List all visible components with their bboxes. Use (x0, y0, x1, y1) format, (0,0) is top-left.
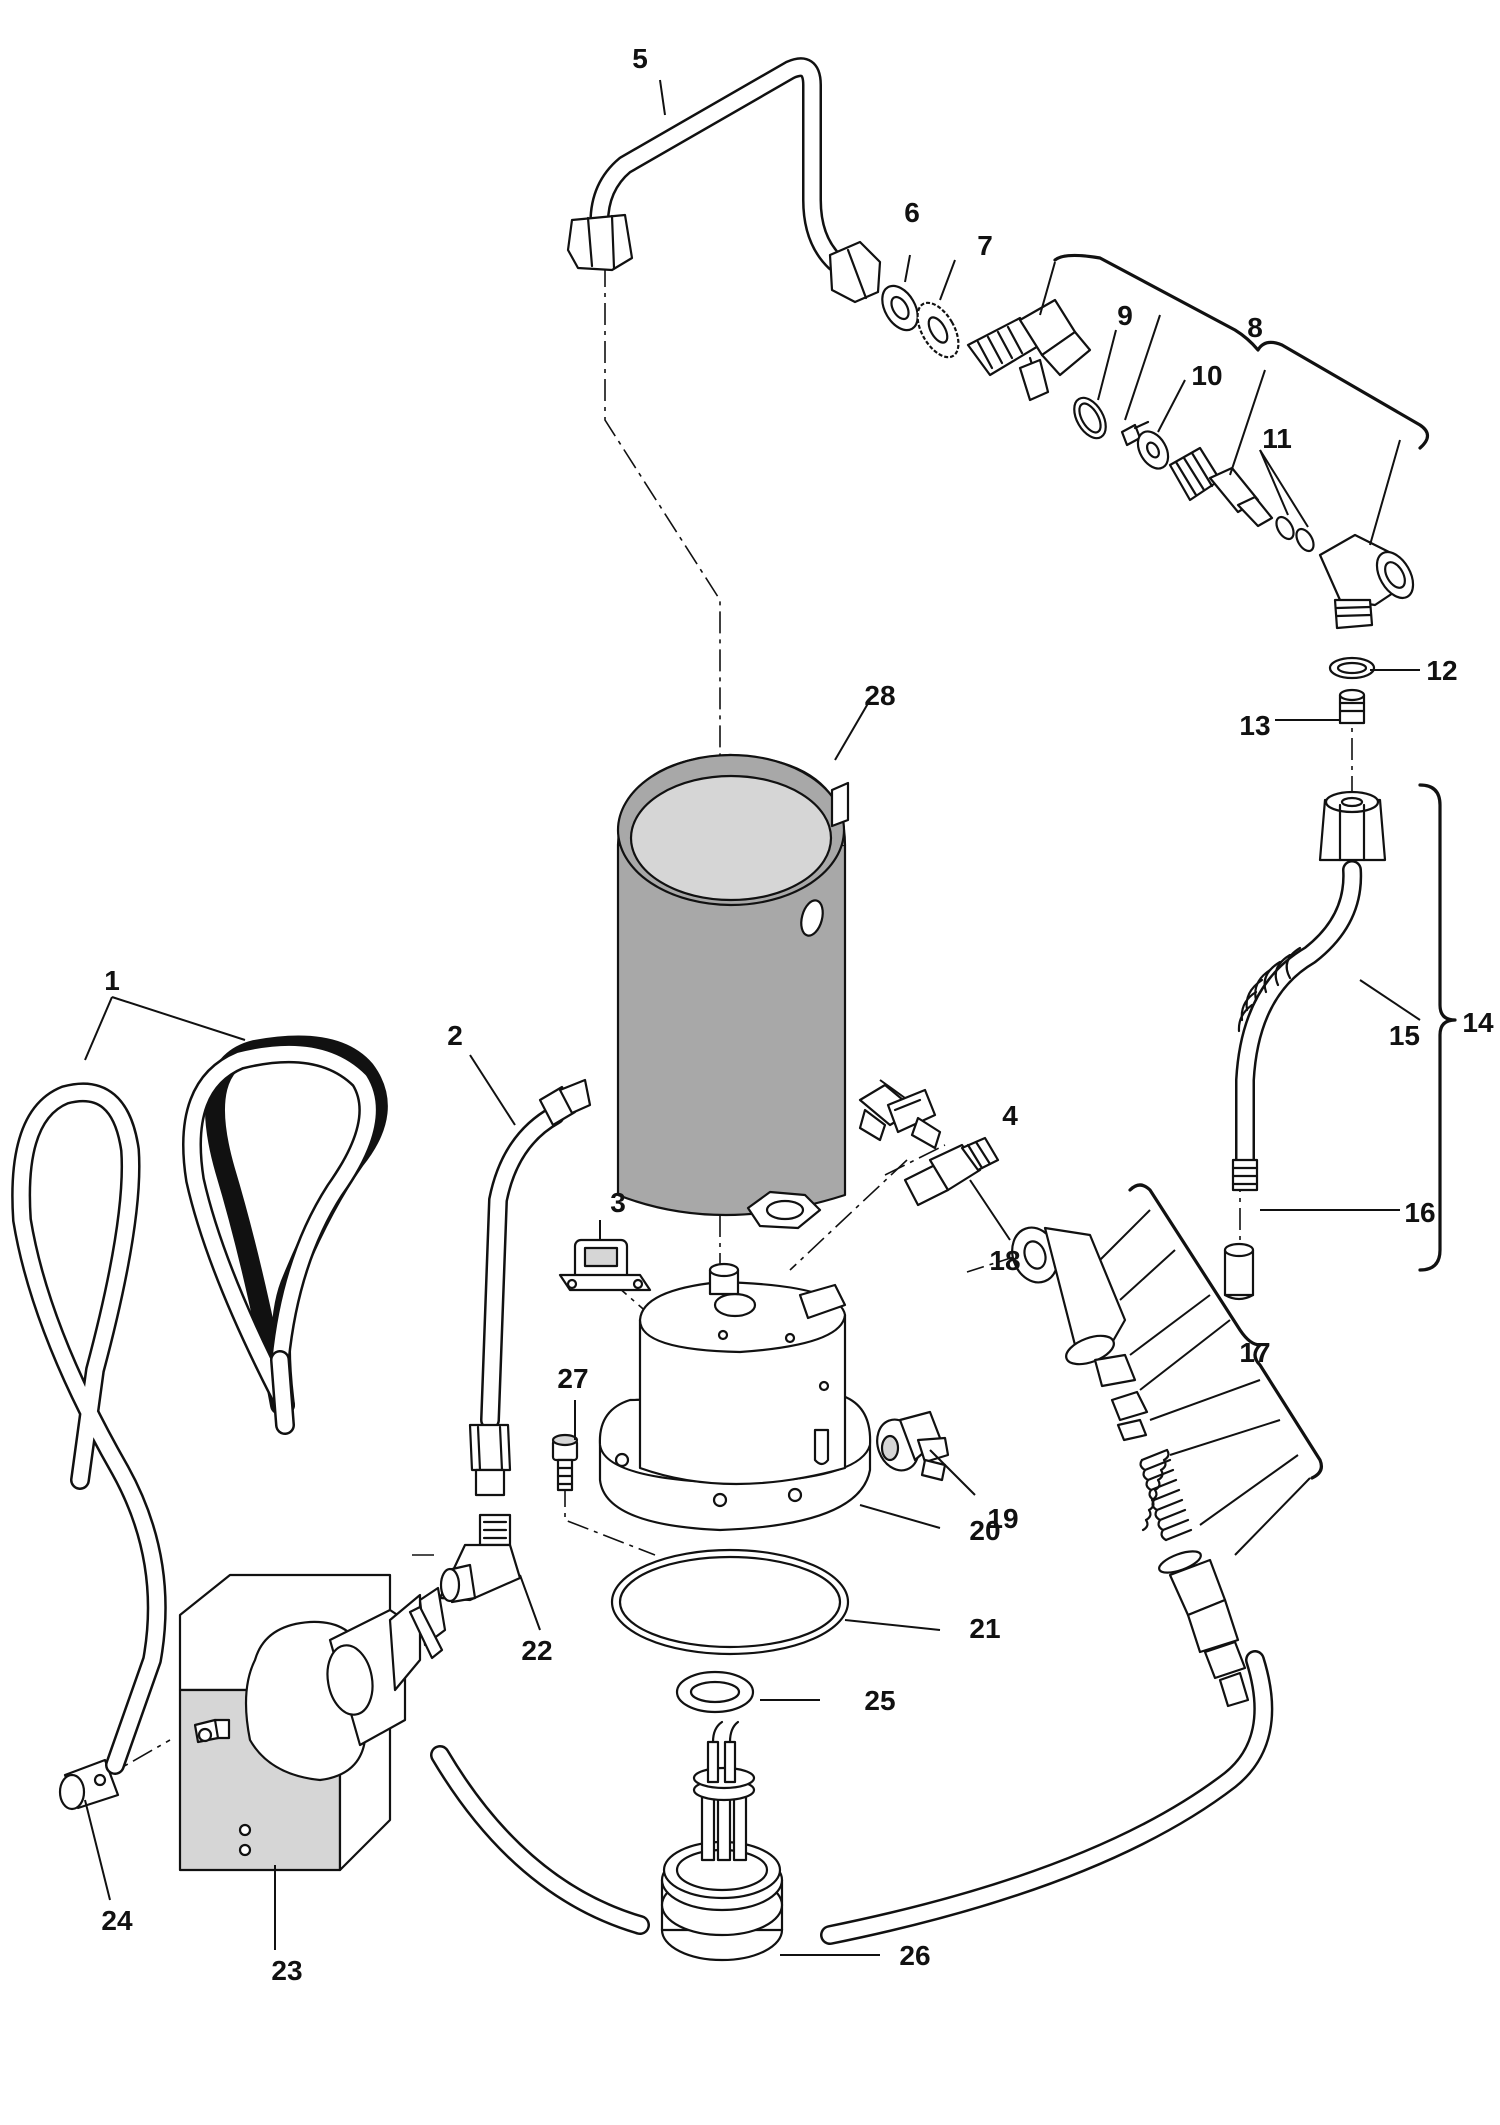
callout-20: 20 (969, 1515, 1000, 1546)
brace-8 (1039, 253, 1430, 546)
part-17-expansion-valve (1011, 1226, 1250, 1708)
callout-8: 8 (1247, 312, 1263, 343)
part-5-steam-pipe (566, 57, 882, 304)
part-9-o-ring (1073, 396, 1107, 440)
part-13-insert (1338, 688, 1366, 725)
callout-25: 25 (864, 1685, 895, 1716)
callout-14: 14 (1462, 1007, 1494, 1038)
part-3-thermostat (558, 1238, 652, 1292)
callout-labels: 1 2 3 4 5 6 7 8 9 10 11 12 13 14 15 16 1… (101, 43, 1494, 1986)
callout-15: 15 (1389, 1020, 1420, 1051)
callout-24: 24 (101, 1905, 133, 1936)
callout-28: 28 (864, 680, 895, 711)
part-16-wand-tip (1223, 1242, 1255, 1301)
part-20-boiler (598, 1262, 872, 1532)
part-6-nut (881, 284, 919, 332)
part-25-o-ring (675, 1670, 755, 1714)
part-23-pump (178, 1573, 447, 1872)
callout-26: 26 (899, 1940, 930, 1971)
callout-6: 6 (904, 197, 920, 228)
part-11-o-rings (1275, 515, 1315, 553)
part-10-seal-washer (1136, 430, 1170, 470)
callout-10: 10 (1191, 360, 1222, 391)
part-15-steam-wand-tube (1231, 790, 1387, 1192)
part-18-fitting (903, 1136, 1000, 1207)
spring (1139, 1448, 1193, 1542)
part-22-elbow-fitting (438, 1513, 522, 1604)
part-26-heating-element (660, 1720, 784, 1962)
callout-5: 5 (632, 43, 648, 74)
part-27-screw (551, 1433, 579, 1492)
callout-17: 17 (1239, 1337, 1270, 1368)
callout-16: 16 (1404, 1197, 1435, 1228)
callout-1: 1 (104, 965, 120, 996)
part-21-gasket (610, 1548, 850, 1656)
callout-19: 19 (987, 1503, 1018, 1534)
part-8-valve-assembly (966, 298, 1415, 630)
part-4-thermostat (858, 1083, 942, 1150)
brace-14 (1418, 783, 1457, 1272)
leader-lines (84, 79, 1421, 1956)
callout-18: 18 (989, 1245, 1020, 1276)
drain-hose (430, 1650, 1274, 1945)
callout-22: 22 (521, 1635, 552, 1666)
part-2-supply-hose (468, 1078, 592, 1497)
callout-9: 9 (1117, 300, 1133, 331)
callout-11: 11 (1262, 423, 1292, 454)
part-19-thermostat (876, 1410, 950, 1482)
callout-12: 12 (1426, 655, 1457, 686)
callout-13: 13 (1239, 710, 1270, 741)
callout-27: 27 (557, 1363, 588, 1394)
callout-3: 3 (610, 1187, 626, 1218)
callout-7: 7 (977, 230, 993, 261)
part-12-o-ring (1328, 656, 1376, 680)
part-28-insulation-sleeve (616, 753, 850, 1217)
part-7-lock-washer (916, 301, 960, 359)
callout-2: 2 (447, 1020, 463, 1051)
boiler-nut (746, 1190, 822, 1230)
brace-17 (1099, 1183, 1323, 1556)
callout-21: 21 (969, 1613, 1000, 1644)
part-1-hoses (11, 1035, 388, 1775)
callout-23: 23 (271, 1955, 302, 1986)
callout-4: 4 (1002, 1100, 1018, 1131)
part-24-inlet-connector (58, 1758, 120, 1811)
